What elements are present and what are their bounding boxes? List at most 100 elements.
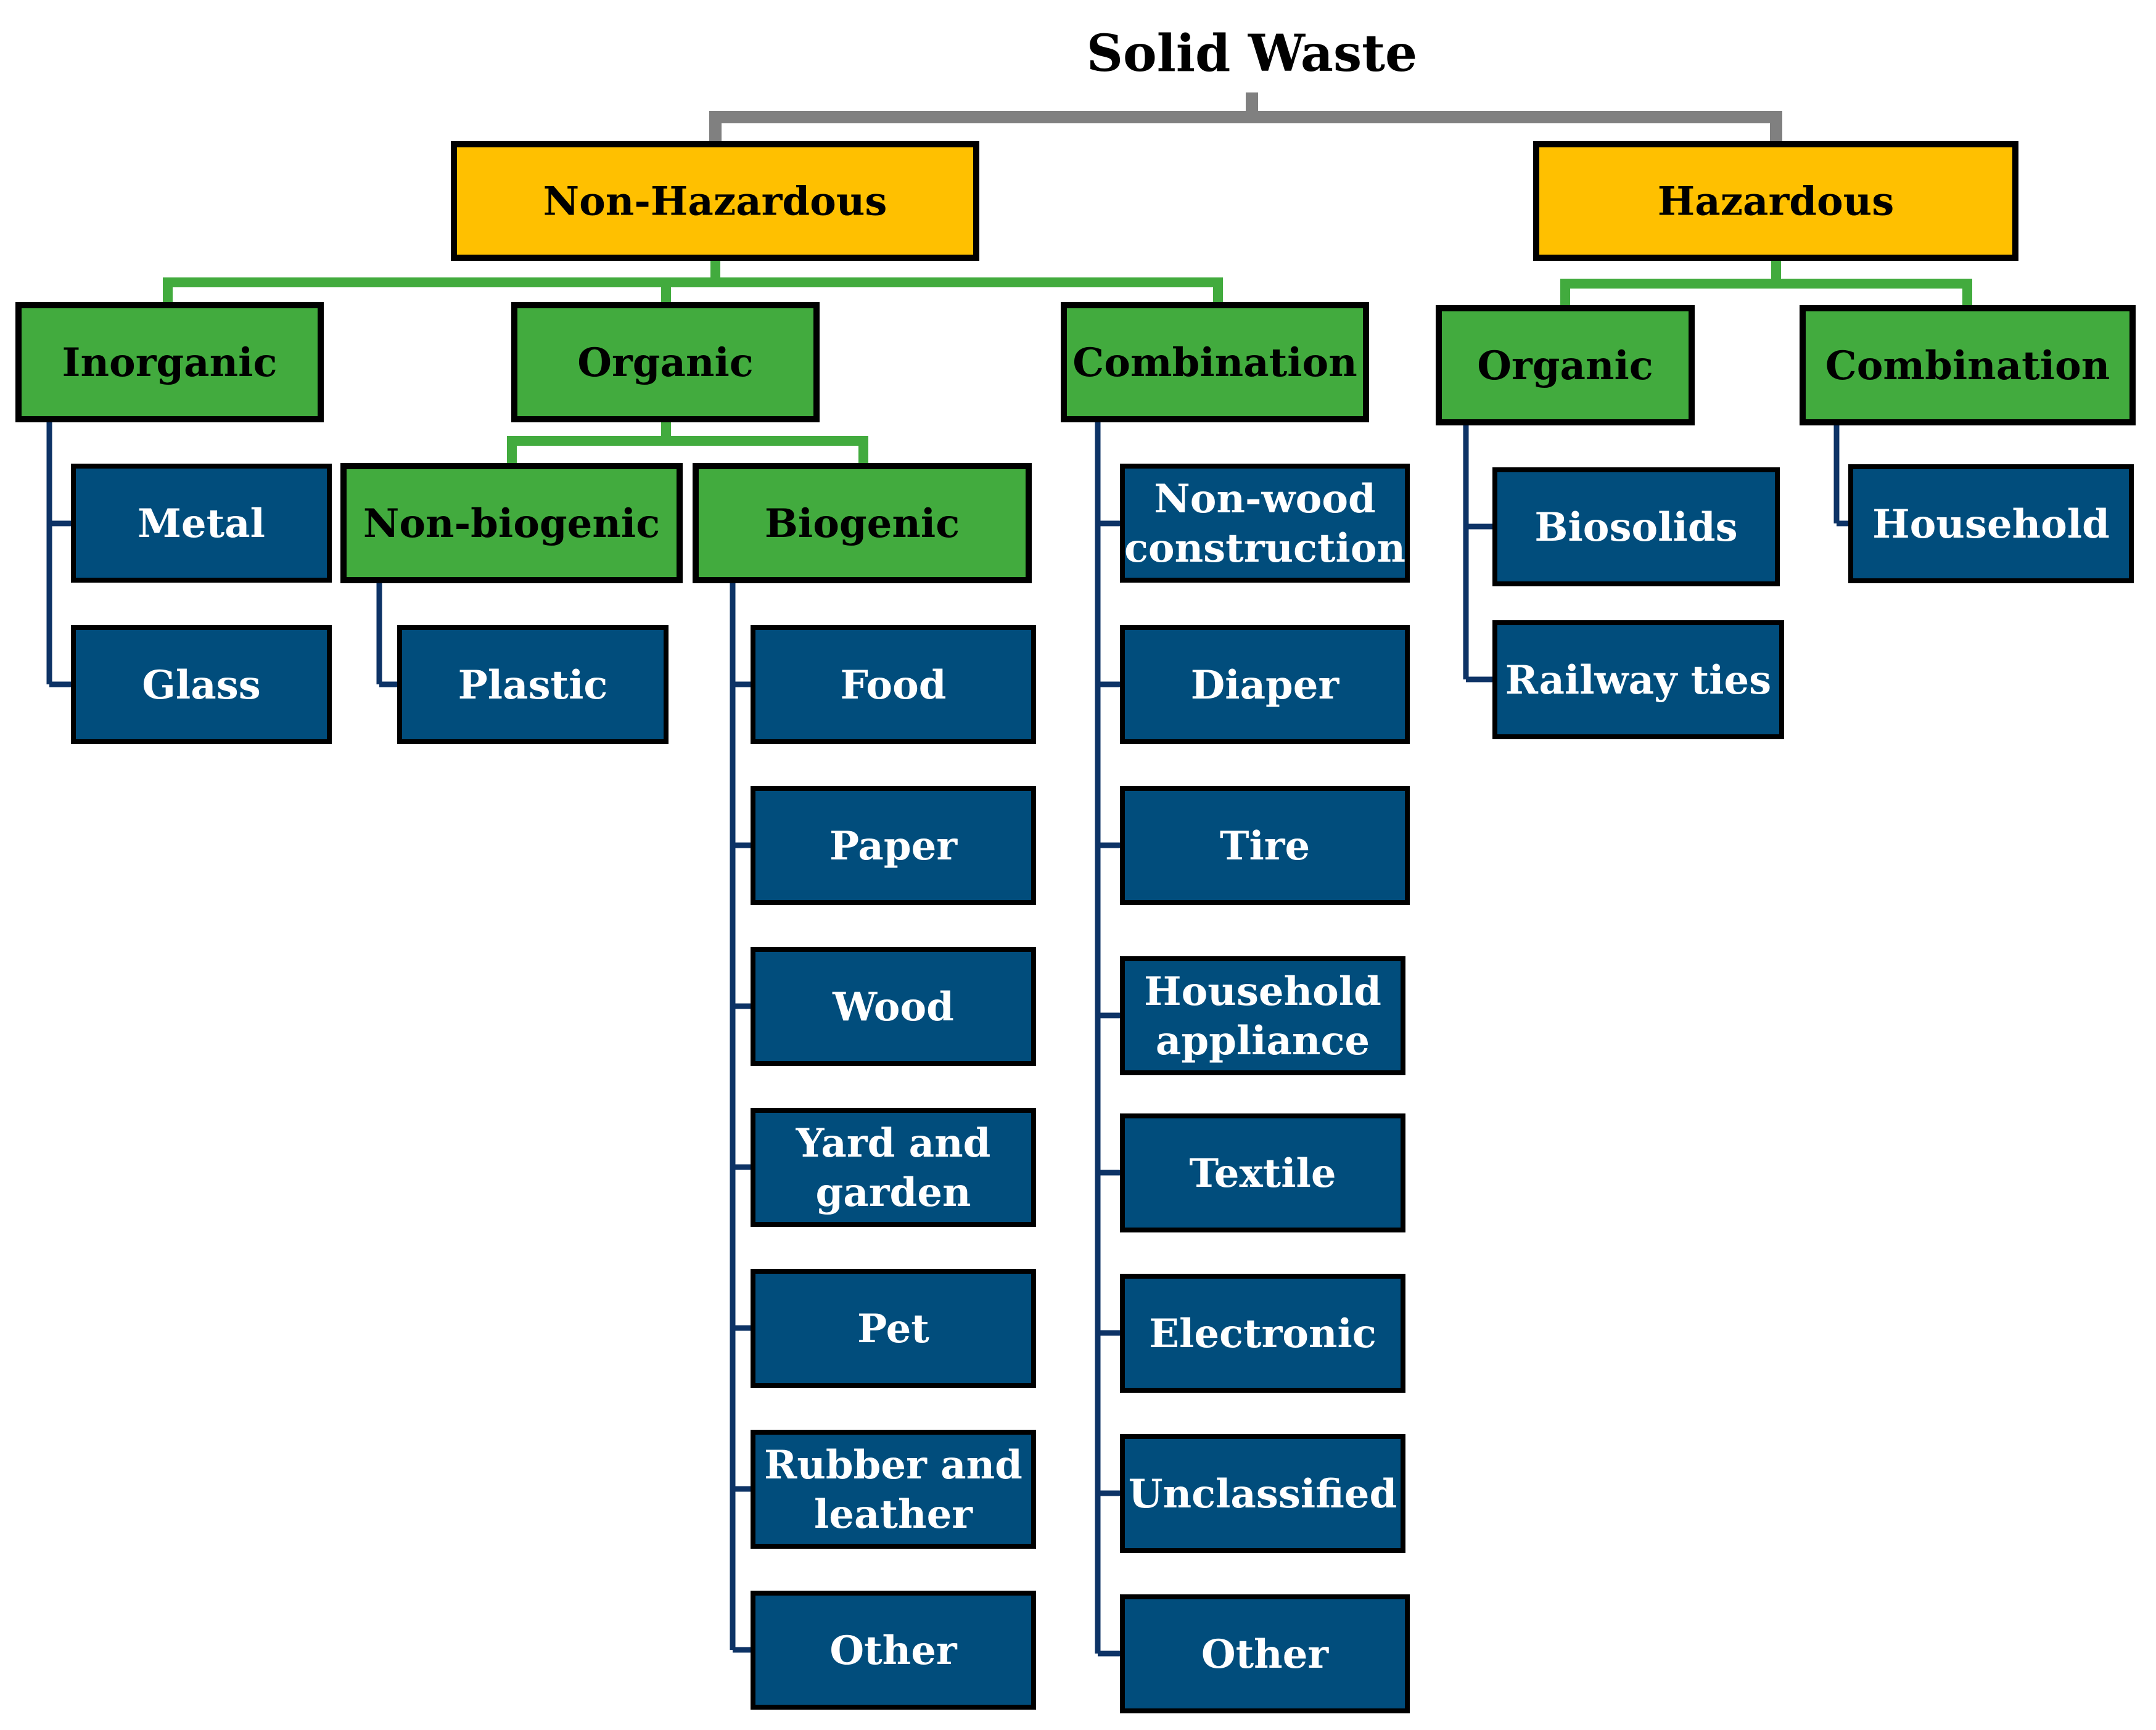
node-label: Tire (1220, 823, 1310, 869)
node-box (1120, 1434, 1405, 1553)
node-label: Organic (1477, 343, 1653, 389)
node-label-line: Plastic (458, 662, 608, 708)
node-box (751, 1591, 1036, 1710)
node-box (511, 302, 820, 422)
organic-subgroup-connector-bar (507, 436, 868, 466)
node-label-line: Rubber and (764, 1442, 1022, 1488)
node-label-line: Non-Hazardous (543, 178, 887, 224)
node-label-line: Other (829, 1628, 958, 1674)
node-nh-organic: Organic (511, 302, 820, 422)
node-label-line: Inorganic (62, 340, 278, 386)
node-label-line: Paper (829, 823, 958, 869)
node-label: Other (829, 1628, 958, 1674)
node-household: Household (1848, 464, 2134, 583)
connector-lines (46, 92, 1972, 1657)
node-metal: Metal (71, 464, 332, 583)
node-label-line: garden (816, 1170, 971, 1216)
node-label-line: appliance (1156, 1018, 1370, 1064)
node-paper: Paper (751, 786, 1036, 905)
node-label-line: Diaper (1191, 662, 1340, 708)
node-label-line: Organic (1477, 343, 1653, 389)
node-label: Wood (832, 984, 954, 1030)
node-label-line: Electronic (1149, 1311, 1376, 1357)
node-label-line: Textile (1189, 1150, 1336, 1197)
node-box (751, 786, 1036, 905)
node-box (1120, 1594, 1410, 1713)
root-connector-bar (709, 111, 1782, 144)
node-box (1533, 141, 2018, 261)
node-unclassified: Unclassified (1120, 1434, 1405, 1553)
node-box (693, 463, 1032, 583)
node-label: Metal (138, 501, 265, 547)
node-label: Diaper (1191, 662, 1340, 708)
node-box (751, 1269, 1036, 1388)
node-pet: Pet (751, 1269, 1036, 1388)
node-label-line: Biogenic (765, 501, 960, 547)
node-label: Non-Hazardous (543, 178, 887, 224)
node-label-line: Hazardous (1658, 178, 1894, 224)
node-label: Railway ties (1505, 657, 1771, 703)
node-railway-ties: Railway ties (1492, 620, 1784, 739)
node-bio-other: Other (751, 1591, 1036, 1710)
node-box (1492, 467, 1780, 586)
node-box (397, 625, 669, 744)
node-label-line: Other (1201, 1631, 1330, 1678)
node-label-line: Tire (1220, 823, 1310, 869)
node-box (1436, 305, 1695, 425)
node-label-line: leather (814, 1491, 973, 1538)
node-h-combination: Combination (1800, 305, 2136, 425)
node-box (1848, 464, 2134, 583)
node-h-organic: Organic (1436, 305, 1695, 425)
node-label: Inorganic (62, 340, 278, 386)
node-label-line: construction (1124, 525, 1405, 572)
node-box (71, 464, 332, 583)
node-label: Biosolids (1534, 504, 1737, 551)
node-food: Food (751, 625, 1036, 744)
node-box (1120, 464, 1410, 583)
node-label: Organic (577, 340, 754, 386)
node-label: Hazardous (1658, 178, 1894, 224)
node-label: Combination (1072, 340, 1357, 386)
node-label-line: Household (1144, 969, 1381, 1015)
node-box (1120, 956, 1405, 1075)
node-label-line: Glass (142, 662, 261, 708)
node-label-line: Combination (1072, 340, 1357, 386)
node-box (71, 625, 332, 744)
node-box (1120, 786, 1410, 905)
node-textile: Textile (1120, 1113, 1405, 1232)
node-nh-combination: Combination (1061, 302, 1369, 422)
node-label-line: Pet (857, 1306, 929, 1352)
node-wood: Wood (751, 947, 1036, 1066)
node-nh-biogenic: Biogenic (693, 463, 1032, 583)
node-box (1120, 1274, 1405, 1393)
node-label-line: Combination (1825, 343, 2110, 389)
non-hazardous-connector-bar (163, 277, 1223, 305)
node-box (751, 625, 1036, 744)
node-label-line: Unclassified (1129, 1471, 1397, 1517)
node-biosolids: Biosolids (1492, 467, 1780, 586)
node-box (1061, 302, 1369, 422)
node-box (451, 141, 979, 261)
node-label-line: Biosolids (1534, 504, 1737, 551)
node-box (1120, 625, 1410, 744)
node-label: Other (1201, 1631, 1330, 1678)
node-label-line: Organic (577, 340, 754, 386)
node-nh-inorganic: Inorganic (15, 302, 324, 422)
node-label: Non-biogenic (363, 501, 660, 547)
node-box (751, 1430, 1036, 1549)
node-label-line: Non-wood (1154, 476, 1376, 522)
node-nh-non-biogenic: Non-biogenic (340, 463, 683, 583)
node-plastic: Plastic (397, 625, 669, 744)
node-label: Pet (857, 1306, 929, 1352)
node-box (751, 947, 1036, 1066)
node-label: Paper (829, 823, 958, 869)
hazardous-connector-bar (1560, 279, 1972, 308)
node-label: Textile (1189, 1150, 1336, 1197)
